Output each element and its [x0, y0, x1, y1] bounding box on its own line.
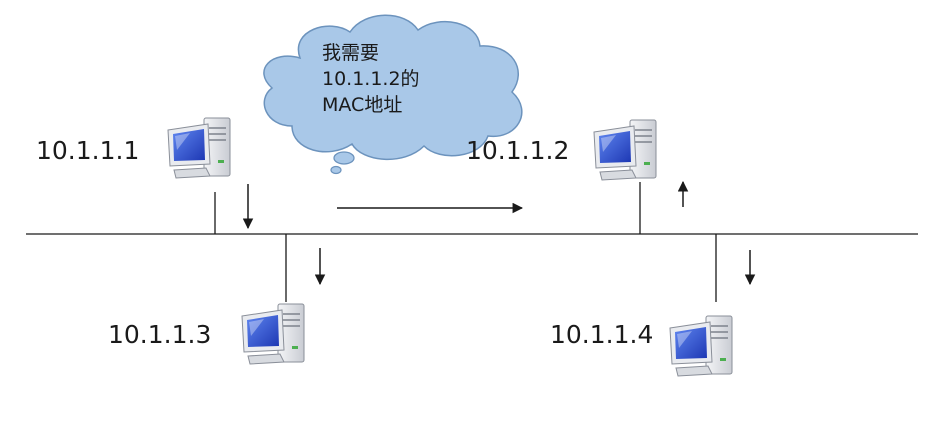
bubble-line-3: MAC地址 — [322, 94, 403, 116]
host-ip-label-4: 10.1.1.4 — [550, 320, 654, 349]
computer-icon-host-3 — [241, 303, 305, 365]
host-ip-label-2: 10.1.1.2 — [466, 136, 570, 165]
host-ip-label-1: 10.1.1.1 — [36, 136, 140, 165]
bubble-line-1: 我需要 — [322, 42, 380, 64]
thought-cloud — [263, 14, 523, 175]
host-ip-label-3: 10.1.1.3 — [108, 320, 212, 349]
computer-icon-host-2 — [593, 119, 657, 181]
bubble-line-2: 10.1.1.2的 — [322, 68, 420, 90]
computer-icon-host-4 — [669, 315, 733, 377]
computer-icon-host-1 — [167, 117, 231, 179]
